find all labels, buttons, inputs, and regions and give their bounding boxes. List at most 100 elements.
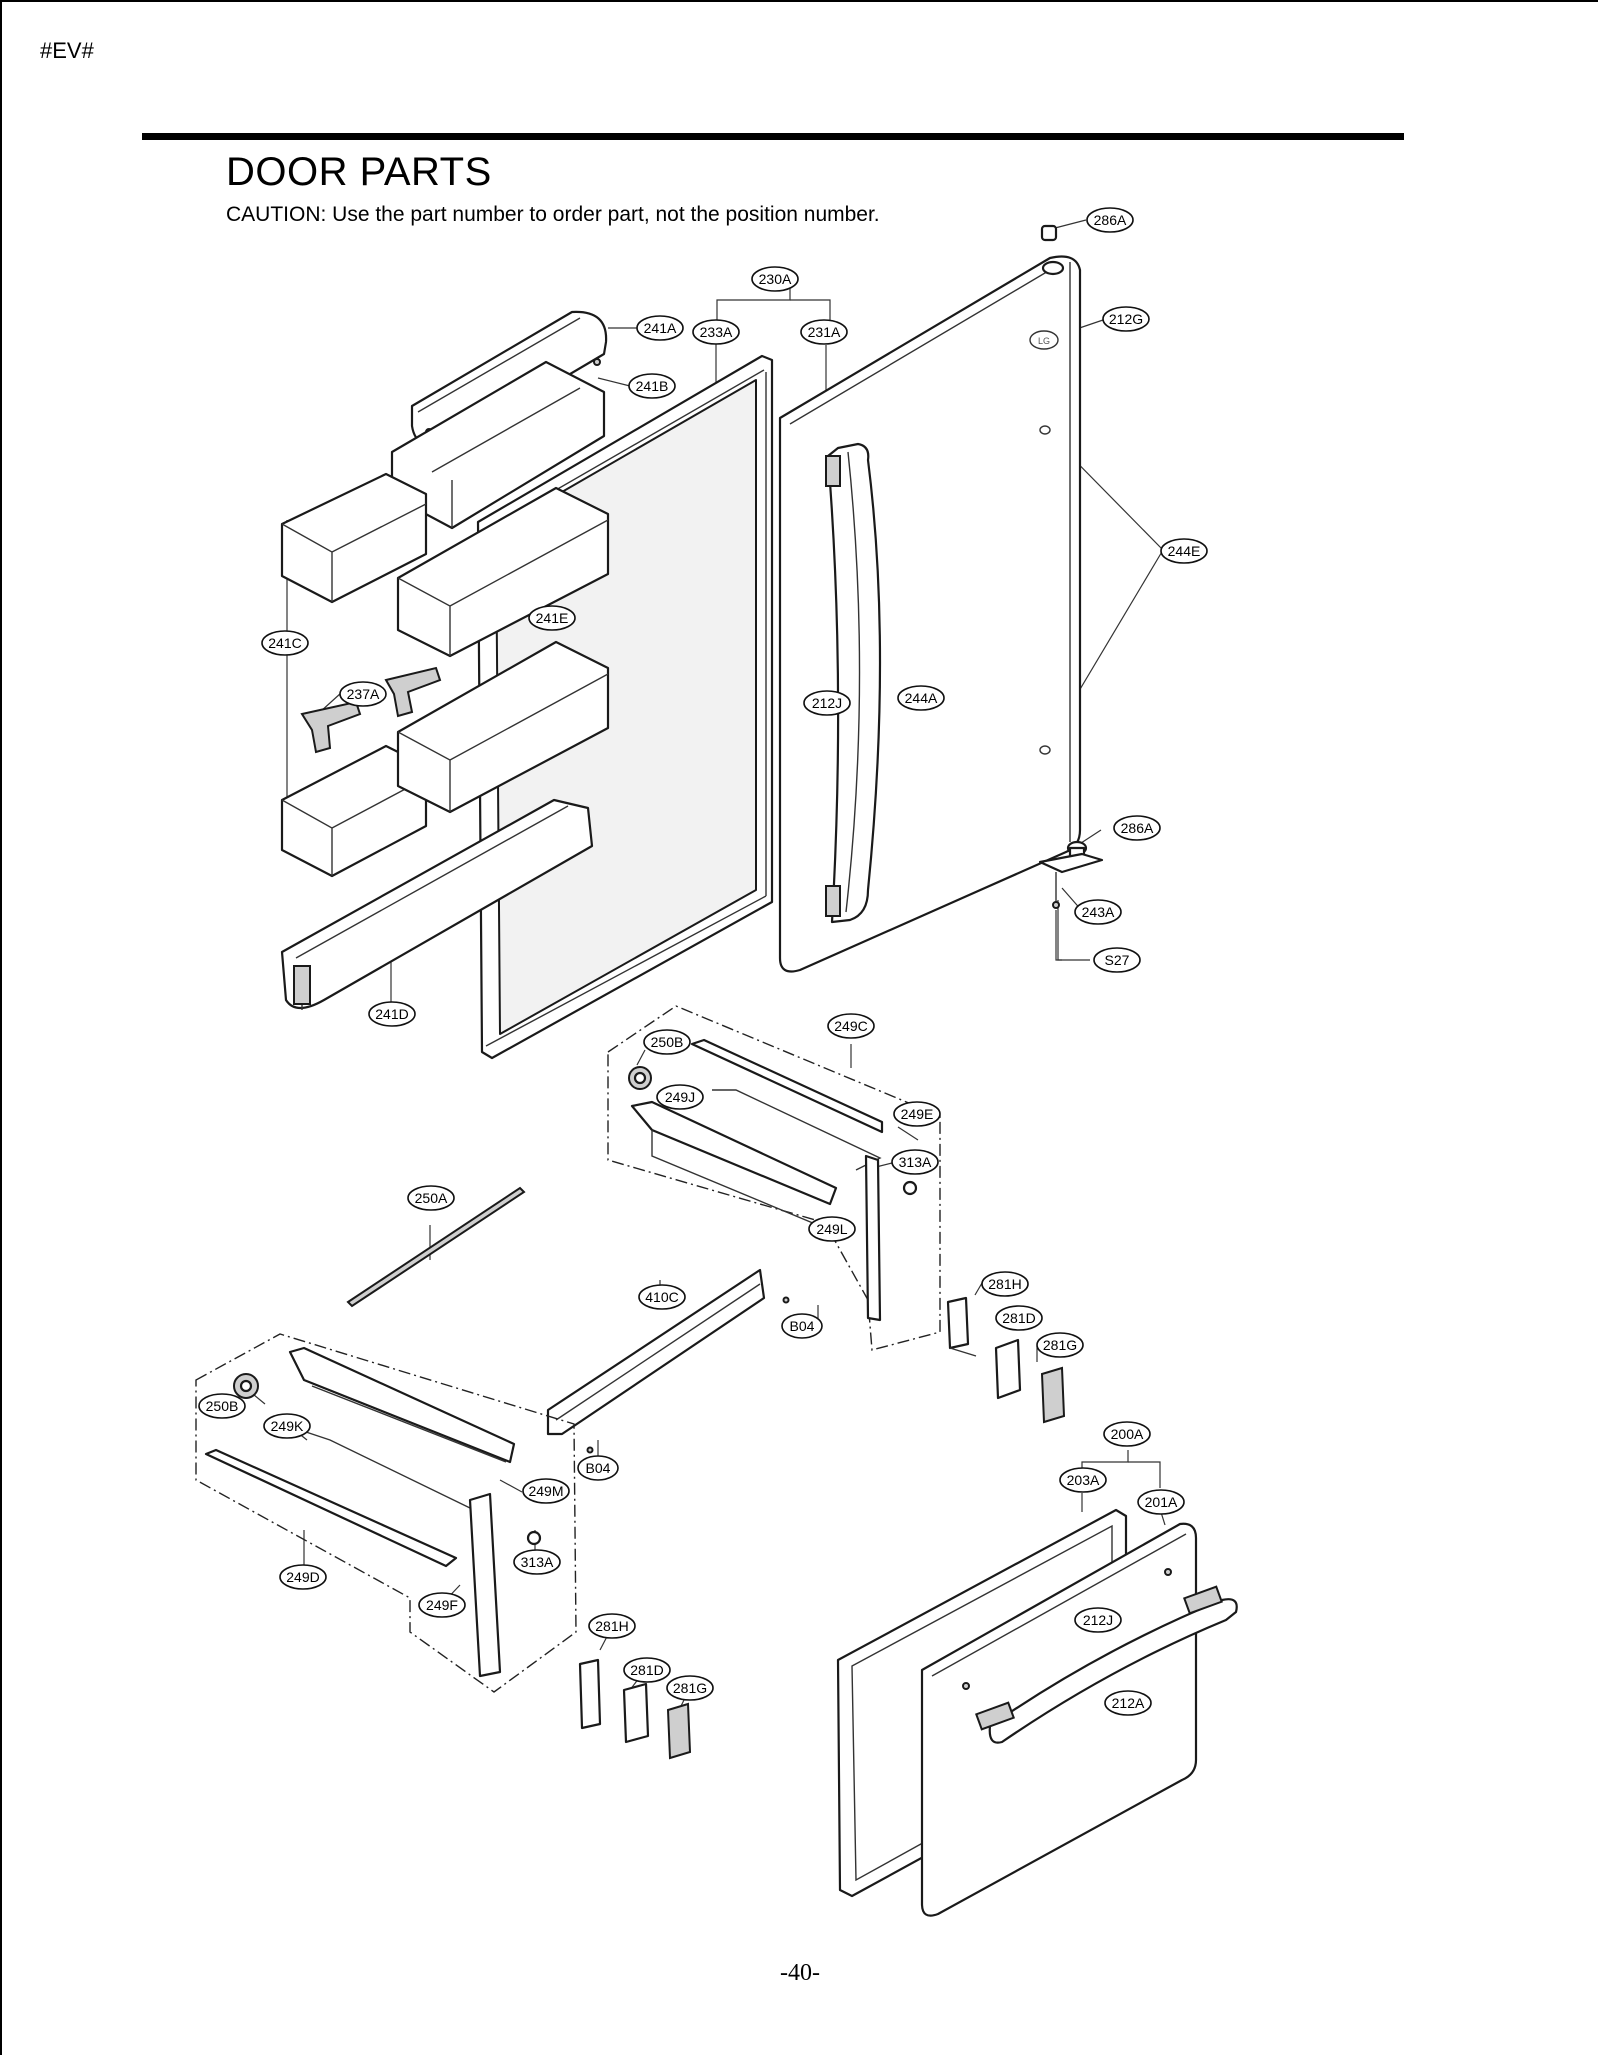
callout-212a: 212A <box>1104 1690 1152 1716</box>
callout-212j-top: 212J <box>803 690 851 716</box>
callout-281h-bottom: 281H <box>588 1613 636 1639</box>
callout-label: 200A <box>1111 1426 1144 1442</box>
callout-250a: 250A <box>407 1185 455 1211</box>
callout-label: 233A <box>700 324 733 340</box>
callout-label: 243A <box>1082 904 1115 920</box>
callout-281g-bottom: 281G <box>666 1675 714 1701</box>
callout-label: 250B <box>651 1034 684 1050</box>
callout-label: 249M <box>528 1483 563 1499</box>
callout-label: 212A <box>1112 1695 1145 1711</box>
callout-244a: 244A <box>897 685 945 711</box>
lever-group-upper <box>946 1296 1066 1424</box>
callout-281h-top: 281H <box>981 1271 1029 1297</box>
callout-250b-top: 250B <box>643 1029 691 1055</box>
callout-249e: 249E <box>893 1101 941 1127</box>
callout-212j-bottom: 212J <box>1074 1607 1122 1633</box>
callout-label: 249F <box>426 1597 458 1613</box>
callout-label: 313A <box>521 1554 554 1570</box>
callout-230a: 230A <box>751 266 799 292</box>
callout-281d-top: 281D <box>995 1305 1043 1331</box>
callout-label: 286A <box>1094 212 1127 228</box>
page-marker: #EV# <box>40 38 94 63</box>
callout-244e: 244E <box>1160 538 1208 564</box>
callout-label: 237A <box>347 686 380 702</box>
lower-rail-group <box>195 1333 577 1693</box>
callout-label: 231A <box>808 324 841 340</box>
callout-249l: 249L <box>808 1216 856 1242</box>
callout-label: B04 <box>790 1318 815 1334</box>
page-title: DOOR PARTS <box>226 150 492 194</box>
callout-231a: 231A <box>800 319 848 345</box>
callout-212g: 212G <box>1102 306 1150 332</box>
caution-note: CAUTION: Use the part number to order pa… <box>226 203 880 226</box>
callout-label: 249E <box>901 1106 934 1122</box>
callout-249j: 249J <box>656 1084 704 1110</box>
callout-241d: 241D <box>368 1001 416 1027</box>
callout-249m: 249M <box>522 1478 570 1504</box>
upper-rail-group <box>607 1005 941 1351</box>
callout-label: 241C <box>268 635 301 651</box>
callout-b04-bottom: B04 <box>577 1455 619 1481</box>
callout-label: B04 <box>586 1460 611 1476</box>
callout-249c: 249C <box>827 1013 875 1039</box>
callout-281d-bottom: 281D <box>623 1657 671 1683</box>
callout-286a-hinge: 286A <box>1113 815 1161 841</box>
callout-label: 241E <box>536 610 569 626</box>
callout-313a-top: 313A <box>891 1149 939 1175</box>
callout-label: 241D <box>375 1006 408 1022</box>
callout-label: 286A <box>1121 820 1154 836</box>
callout-241b: 241B <box>628 373 676 399</box>
callout-label: 250A <box>415 1190 448 1206</box>
callout-label: 212J <box>1083 1612 1113 1628</box>
callout-label: 203A <box>1067 1472 1100 1488</box>
callout-label: 410C <box>645 1289 678 1305</box>
callout-286a-top: 286A <box>1086 207 1134 233</box>
callout-label: 249K <box>271 1418 304 1434</box>
callout-label: 281H <box>595 1618 628 1634</box>
callout-label: 212G <box>1109 311 1143 327</box>
callout-label: 250B <box>206 1398 239 1414</box>
callout-203a: 203A <box>1059 1467 1107 1493</box>
callout-249k: 249K <box>263 1413 311 1439</box>
callout-241a: 241A <box>636 315 684 341</box>
callout-233a: 233A <box>692 319 740 345</box>
callout-label: 201A <box>1145 1494 1178 1510</box>
callout-241c: 241C <box>261 630 309 656</box>
callout-label: 281G <box>673 1680 707 1696</box>
callout-410c: 410C <box>638 1284 686 1310</box>
callout-s27: S27 <box>1093 947 1141 973</box>
callout-label: 249D <box>286 1569 319 1585</box>
callout-281g-top: 281G <box>1036 1332 1084 1358</box>
callout-label: 241B <box>636 378 669 394</box>
callout-243a: 243A <box>1074 899 1122 925</box>
cross-shafts <box>346 1186 790 1454</box>
callout-label: 244E <box>1168 543 1201 559</box>
callout-label: 249L <box>816 1221 847 1237</box>
callout-b04-top: B04 <box>781 1313 823 1339</box>
header-rule <box>142 133 1404 140</box>
callout-label: 281H <box>988 1276 1021 1292</box>
svg-text:LG: LG <box>1038 336 1050 346</box>
page-number: -40- <box>780 1960 820 1986</box>
door-bins <box>280 310 610 1010</box>
callout-250b-bottom: 250B <box>198 1393 246 1419</box>
callout-237a: 237A <box>339 681 387 707</box>
callout-label: 281G <box>1043 1337 1077 1353</box>
callout-label: 281D <box>1002 1310 1035 1326</box>
callout-201a: 201A <box>1137 1489 1185 1515</box>
callout-label: 244A <box>905 690 938 706</box>
callout-label: 281D <box>630 1662 663 1678</box>
callout-249d: 249D <box>279 1564 327 1590</box>
callout-200a: 200A <box>1103 1421 1151 1447</box>
callout-label: 249J <box>665 1089 695 1105</box>
callout-label: S27 <box>1105 952 1130 968</box>
lever-group-lower <box>578 1658 692 1760</box>
callout-249f: 249F <box>418 1592 466 1618</box>
callout-label: 241A <box>644 320 677 336</box>
callout-label: 212J <box>812 695 842 711</box>
callout-label: 230A <box>759 271 792 287</box>
freezer-door-assembly <box>836 1508 1238 1917</box>
callout-label: 313A <box>899 1154 932 1170</box>
